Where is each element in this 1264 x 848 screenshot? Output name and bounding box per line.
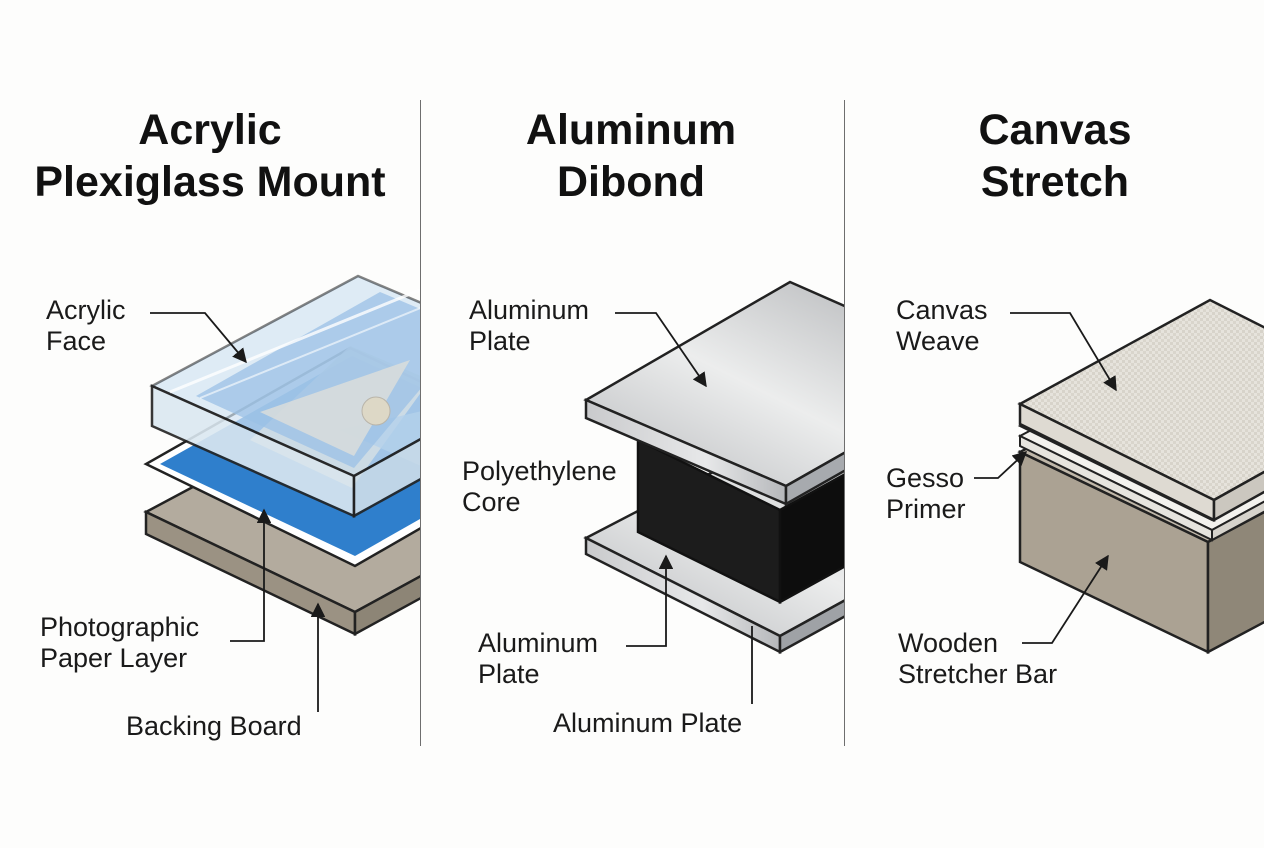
title-line: Dibond xyxy=(556,158,706,206)
column-divider-right xyxy=(844,100,845,746)
label-backing-board: Backing Board xyxy=(126,711,302,742)
label-gesso-primer: Gesso Primer xyxy=(886,463,966,525)
top-aluminum-plate xyxy=(583,280,844,507)
panel-title-aluminum: Aluminum Dibond xyxy=(421,104,841,208)
title-line: Canvas xyxy=(978,106,1132,154)
column-divider-left xyxy=(420,100,421,746)
label-line: Aluminum xyxy=(469,295,590,325)
dibond-stack xyxy=(583,280,844,655)
polyethylene-core xyxy=(636,437,844,605)
canvas-weave-layer xyxy=(1017,298,1264,523)
label-acrylic-face: Acrylic Face xyxy=(46,295,126,357)
label-polyethylene-core: Polyethylene Core xyxy=(462,456,617,518)
label-line: Canvas xyxy=(896,295,988,325)
canvas-leaders xyxy=(974,312,1117,644)
acrylic-stack xyxy=(143,274,420,637)
title-line: Acrylic xyxy=(138,106,282,154)
title-line: Plexiglass Mount xyxy=(34,158,386,206)
dibond-leaders xyxy=(615,312,753,704)
label-line: Paper Layer xyxy=(40,643,188,673)
label-line: Polyethylene xyxy=(462,456,617,486)
label-line: Weave xyxy=(896,326,980,356)
label-line: Plate xyxy=(478,659,540,689)
label-top-aluminum-plate: Aluminum Plate xyxy=(469,295,589,357)
label-line: Stretcher Bar xyxy=(898,659,1058,689)
label-aluminum-plate-edge: Aluminum Plate xyxy=(553,708,742,739)
label-line: Photographic xyxy=(40,612,200,642)
label-line: Core xyxy=(462,487,521,517)
label-bottom-aluminum-plate: Aluminum Plate xyxy=(478,628,598,690)
label-line: Wooden xyxy=(898,628,999,658)
title-line: Aluminum xyxy=(525,106,737,154)
acrylic-leaders xyxy=(150,312,326,712)
label-line: Backing Board xyxy=(126,711,302,741)
acrylic-face-layer xyxy=(149,274,420,519)
label-line: Aluminum xyxy=(478,628,599,658)
canvas-stack xyxy=(1017,298,1264,655)
label-line: Acrylic xyxy=(46,295,126,325)
panel-title-canvas: Canvas Stretch xyxy=(900,104,1210,208)
label-photographic-paper: Photographic Paper Layer xyxy=(40,612,199,674)
label-line: Gesso xyxy=(886,463,965,493)
label-line: Aluminum Plate xyxy=(553,708,743,738)
label-line: Primer xyxy=(886,494,966,524)
label-canvas-weave: Canvas Weave xyxy=(896,295,988,357)
label-line: Face xyxy=(46,326,107,356)
label-wooden-stretcher-bar: Wooden Stretcher Bar xyxy=(898,628,1057,690)
panel-title-acrylic: Acrylic Plexiglass Mount xyxy=(0,104,420,208)
title-line: Stretch xyxy=(980,158,1130,206)
label-line: Plate xyxy=(469,326,531,356)
